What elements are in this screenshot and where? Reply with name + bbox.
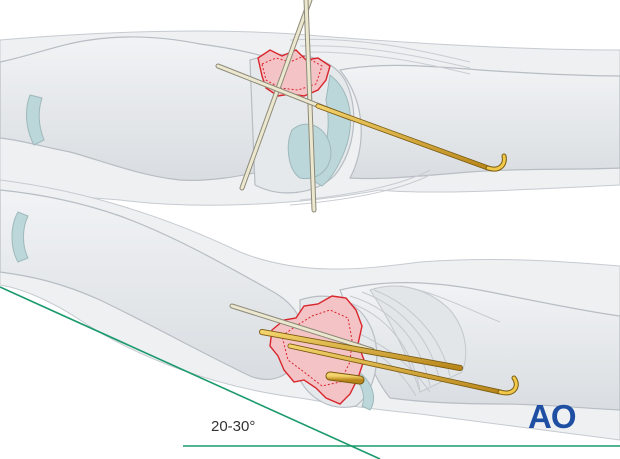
top-ligaments [289,38,471,206]
top-middle-phalanx [338,64,620,180]
angle-line-oblique [0,286,381,459]
top-fracture-dotted [261,55,323,91]
angle-label: 20-30° [211,418,256,435]
top-hook-wire [315,103,507,172]
top-cartilage-joint [311,74,351,187]
bottom-cartilage-left [11,211,29,263]
bottom-gold-wire-short [325,371,365,385]
top-view-dorsal [0,0,620,213]
top-cartilage-left [26,94,45,146]
bottom-hook-wire [287,343,519,396]
ao-logo: AO [528,398,576,435]
bottom-gold-wire-straight [259,329,463,371]
bottom-view-lateral [0,179,620,441]
top-fracture-fragment [257,49,331,97]
